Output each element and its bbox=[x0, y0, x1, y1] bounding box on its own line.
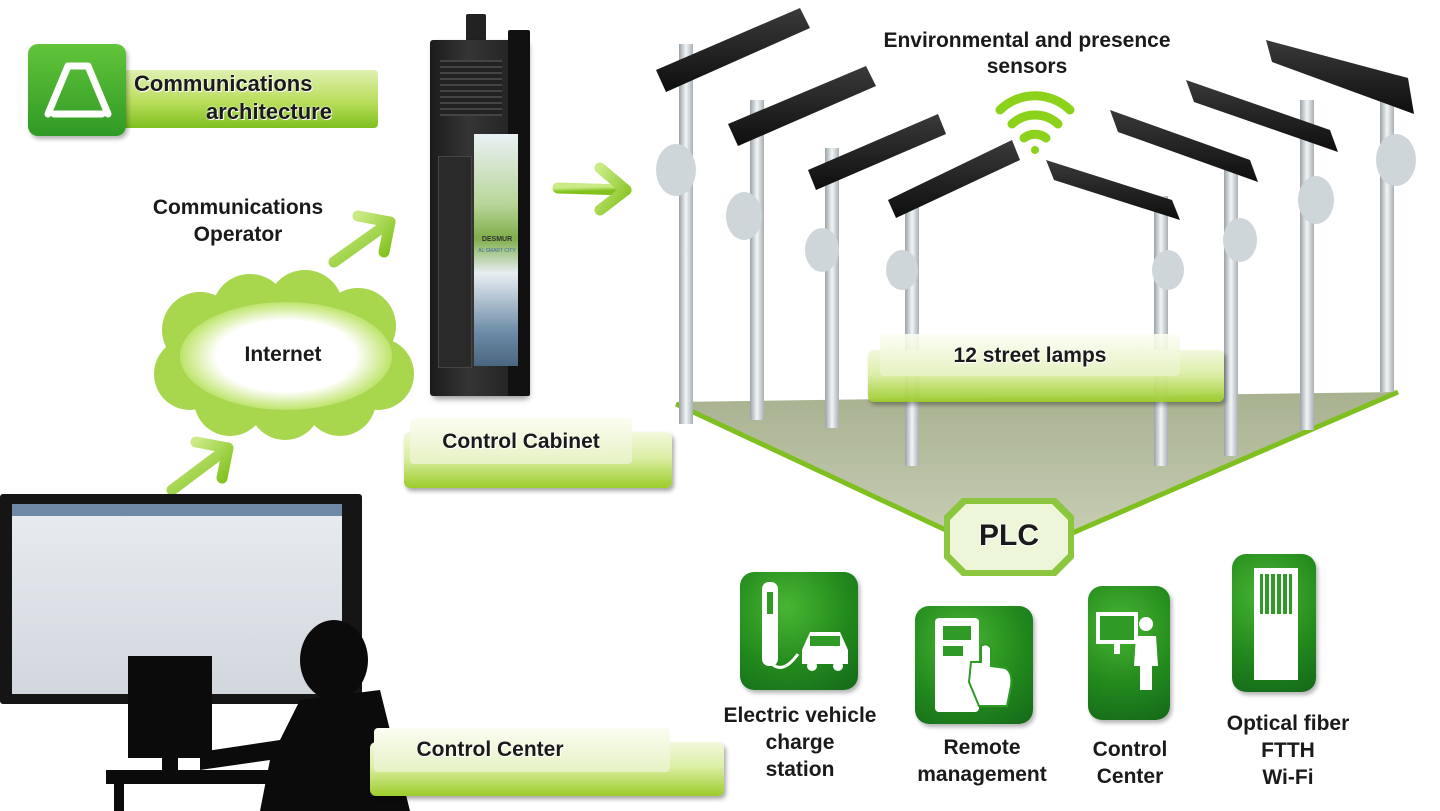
control-cabinet-label: Control Cabinet bbox=[442, 430, 600, 453]
control-center-label: Control Center bbox=[416, 738, 564, 761]
cabinet-poster-brand: DESMUR bbox=[481, 236, 513, 243]
service-label-center-1: Control bbox=[1092, 738, 1168, 761]
street-lamp bbox=[726, 66, 876, 420]
ev-charging-icon bbox=[762, 582, 848, 671]
service-label-ev-1: Electric vehicle bbox=[723, 704, 877, 727]
architecture-a-icon bbox=[44, 62, 112, 118]
service-label-remote-2: management bbox=[917, 763, 1047, 786]
service-label-center-2: Center bbox=[1096, 765, 1164, 788]
lamp-ground-plane bbox=[676, 392, 1398, 558]
street-lamps-plate-tab bbox=[880, 334, 1180, 376]
arrow-internet-to-operator bbox=[328, 210, 396, 268]
street-lamp bbox=[805, 114, 946, 428]
plc-badge bbox=[944, 498, 1074, 576]
cabinet-door-window bbox=[438, 156, 472, 368]
service-label-ev-3: station bbox=[765, 758, 835, 781]
sensors-label-line-1: Environmental and presence bbox=[883, 29, 1171, 52]
architecture-logo-icon bbox=[28, 44, 126, 136]
street-lamp bbox=[1186, 80, 1338, 430]
cabinet-poster-tagline: AL SMART CITY bbox=[478, 248, 516, 254]
service-label-remote-1: Remote bbox=[943, 736, 1021, 759]
internet-label: Internet bbox=[244, 343, 322, 366]
operator-label-line-1: Communications bbox=[152, 196, 324, 219]
street-lamp bbox=[656, 8, 810, 424]
control-cabinet-plate-tab bbox=[410, 418, 632, 464]
internet-cloud-icon bbox=[154, 270, 414, 440]
street-lamps-label: 12 street lamps bbox=[953, 344, 1107, 367]
service-label-fiber-3: Wi-Fi bbox=[1262, 766, 1314, 789]
cabinet-vents bbox=[440, 60, 502, 116]
wifi-sensor-icon bbox=[995, 91, 1075, 154]
control-center-icon bbox=[1096, 612, 1158, 690]
fiber-cabinet-icon bbox=[1254, 568, 1298, 680]
remote-kiosk-icon bbox=[935, 618, 1013, 712]
street-lamp bbox=[1266, 40, 1416, 392]
cabinet-poster bbox=[474, 134, 518, 366]
plc-link-right bbox=[1009, 389, 1399, 563]
sensors-label-line-2: sensors bbox=[986, 55, 1068, 78]
service-label-ev-2: charge bbox=[765, 731, 835, 754]
arrow-cabinet-to-lamps bbox=[552, 162, 632, 216]
title-line-1: Communications bbox=[134, 71, 313, 96]
operator-label-line-2: Operator bbox=[193, 223, 283, 246]
video-wall-toolbar bbox=[12, 504, 342, 516]
title-line-2: architecture bbox=[206, 99, 332, 124]
arrow-center-to-internet bbox=[166, 436, 234, 496]
plc-label: PLC bbox=[979, 519, 1039, 552]
street-lamp bbox=[1110, 110, 1258, 456]
service-label-fiber-2: FTTH bbox=[1261, 739, 1315, 762]
control-center-plate-tab bbox=[374, 728, 670, 772]
title-band bbox=[100, 70, 378, 128]
service-label-fiber-1: Optical fiber bbox=[1226, 712, 1350, 735]
